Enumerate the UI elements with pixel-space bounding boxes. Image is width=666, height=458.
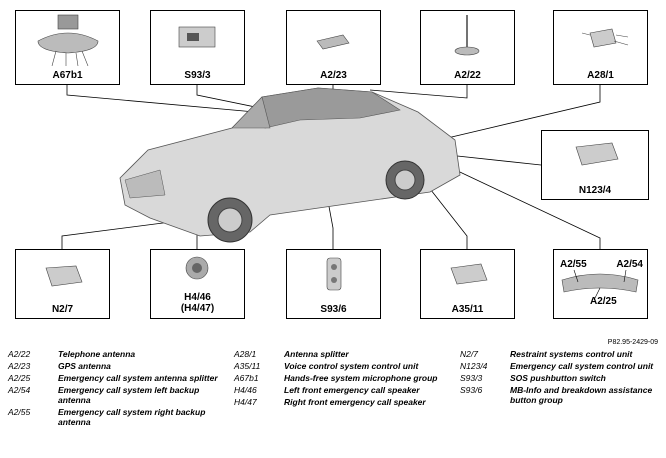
- control-unit-icon: [450, 263, 488, 285]
- component-box-h4-46: H4/46 (H4/47): [150, 249, 245, 319]
- component-label-right: A2/54: [616, 259, 643, 270]
- legend-row: A2/55 Emergency call system right backup …: [8, 407, 228, 427]
- component-label: A2/23: [320, 70, 347, 81]
- legend-code: A2/25: [8, 373, 31, 383]
- legend-desc: Hands-free system microphone group: [284, 373, 438, 383]
- car-illustration: [119, 87, 461, 243]
- legend-desc: Left front emergency call speaker: [284, 385, 420, 395]
- leader-line-a28-1: [404, 84, 601, 149]
- legend-row: A67b1 Hands-free system microphone group: [234, 373, 454, 383]
- legend-row: A2/23 GPS antenna: [8, 361, 228, 371]
- legend-desc: Restraint systems control unit: [510, 349, 633, 359]
- legend-code: A35/11: [234, 361, 261, 371]
- legend-code: H4/47: [234, 397, 257, 407]
- component-box-a28-1: A28/1: [553, 10, 648, 85]
- legend-desc: Right front emergency call speaker: [284, 397, 426, 407]
- component-label: H4/46: [184, 292, 211, 303]
- component-box-a2-22: A2/22: [420, 10, 515, 85]
- legend-code: H4/46: [234, 385, 257, 395]
- legend-row: N2/7 Restraint systems control unit: [460, 349, 660, 359]
- legend-code: A2/23: [8, 361, 31, 371]
- legend-desc: MB-Info and breakdown assistance button …: [510, 385, 653, 405]
- component-label-left: A2/55: [560, 259, 587, 270]
- component-box-s93-3: S93/3: [150, 10, 245, 85]
- legend-row: A2/25 Emergency call system antenna split…: [8, 373, 228, 383]
- component-label: A35/11: [451, 304, 484, 315]
- legend-desc: Emergency call system antenna splitter: [58, 373, 218, 383]
- gps-antenna-icon: [316, 34, 350, 50]
- reference-number: P82.95-2429-09: [607, 339, 658, 346]
- telephone-antenna-icon: [454, 15, 480, 56]
- component-box-a35-11: A35/11: [420, 249, 515, 319]
- legend-code: S93/3: [460, 373, 483, 383]
- legend-row: H4/47 Right front emergency call speaker: [234, 397, 454, 407]
- legend-code: A2/55: [8, 407, 31, 417]
- leader-line-a2-54: [444, 164, 601, 249]
- legend-desc: Telephone antenna: [58, 349, 136, 359]
- component-box-n123-4: N123/4: [541, 130, 649, 200]
- legend-row: A35/11 Voice control system control unit: [234, 361, 454, 371]
- speaker-icon: [185, 256, 209, 280]
- legend-code: A2/22: [8, 349, 31, 359]
- component-box-n2-7: N2/7: [15, 249, 110, 319]
- legend-row: A2/54 Emergency call system left backup a…: [8, 385, 228, 405]
- legend-desc: Emergency call system right backup anten…: [58, 407, 206, 427]
- legend-desc: Antenna splitter: [284, 349, 349, 359]
- sos-switch-icon: [178, 26, 216, 48]
- leader-line-s93-3: [196, 84, 271, 111]
- leader-line-a67b1: [66, 84, 256, 113]
- legend-code: S93/6: [460, 385, 483, 395]
- legend-desc: Emergency call system control unit: [510, 361, 654, 371]
- component-label-center: A2/25: [590, 296, 617, 307]
- component-label: A67b1: [52, 70, 83, 81]
- legend-row: S93/3 SOS pushbutton switch: [460, 373, 660, 383]
- legend-code: N123/4: [460, 361, 488, 371]
- button-group-icon: [326, 257, 342, 291]
- legend-code: A2/54: [8, 385, 31, 395]
- legend-code: A67b1: [234, 373, 259, 383]
- component-box-a2-23: A2/23: [286, 10, 381, 85]
- control-unit-icon: [575, 142, 619, 166]
- component-label-alt: (H4/47): [180, 303, 215, 314]
- legend-desc: SOS pushbutton switch: [510, 373, 606, 383]
- component-label: S93/3: [184, 70, 211, 81]
- leader-line-n123-4: [447, 154, 542, 166]
- component-label: A28/1: [587, 70, 614, 81]
- legend-desc: Voice control system control unit: [284, 361, 419, 371]
- legend-code: N2/7: [460, 349, 478, 359]
- bumper-antenna-icon: [561, 269, 639, 301]
- legend-desc: Emergency call system left backup antenn…: [58, 385, 200, 405]
- legend-row: A28/1 Antenna splitter: [234, 349, 454, 359]
- component-box-a67b1: A67b1: [15, 10, 120, 85]
- legend-desc: GPS antenna: [58, 361, 111, 371]
- legend-column-3: N2/7 Restraint systems control unit N123/…: [460, 349, 660, 407]
- leader-line-a2-22: [369, 84, 468, 99]
- legend-code: A28/1: [234, 349, 257, 359]
- component-label: A2/22: [454, 70, 481, 81]
- legend-row: S93/6 MB-Info and breakdown assistance bu…: [460, 385, 660, 405]
- control-unit-icon: [45, 265, 83, 287]
- component-box-s93-6: S93/6: [286, 249, 381, 319]
- legend-row: N123/4 Emergency call system control unit: [460, 361, 660, 371]
- antenna-splitter-icon: [581, 28, 629, 48]
- component-label-group: H4/46 (H4/47): [151, 292, 244, 314]
- component-label: N2/7: [51, 304, 74, 315]
- component-label: N123/4: [578, 185, 612, 196]
- legend-column-2: A28/1 Antenna splitter A35/11 Voice contro…: [234, 349, 454, 409]
- component-box-a2-54: A2/55 A2/54 A2/25: [553, 249, 648, 319]
- microphone-icon: [37, 14, 99, 67]
- legend-row: A2/22 Telephone antenna: [8, 349, 228, 359]
- legend-row: H4/46 Left front emergency call speaker: [234, 385, 454, 395]
- component-label: S93/6: [320, 304, 347, 315]
